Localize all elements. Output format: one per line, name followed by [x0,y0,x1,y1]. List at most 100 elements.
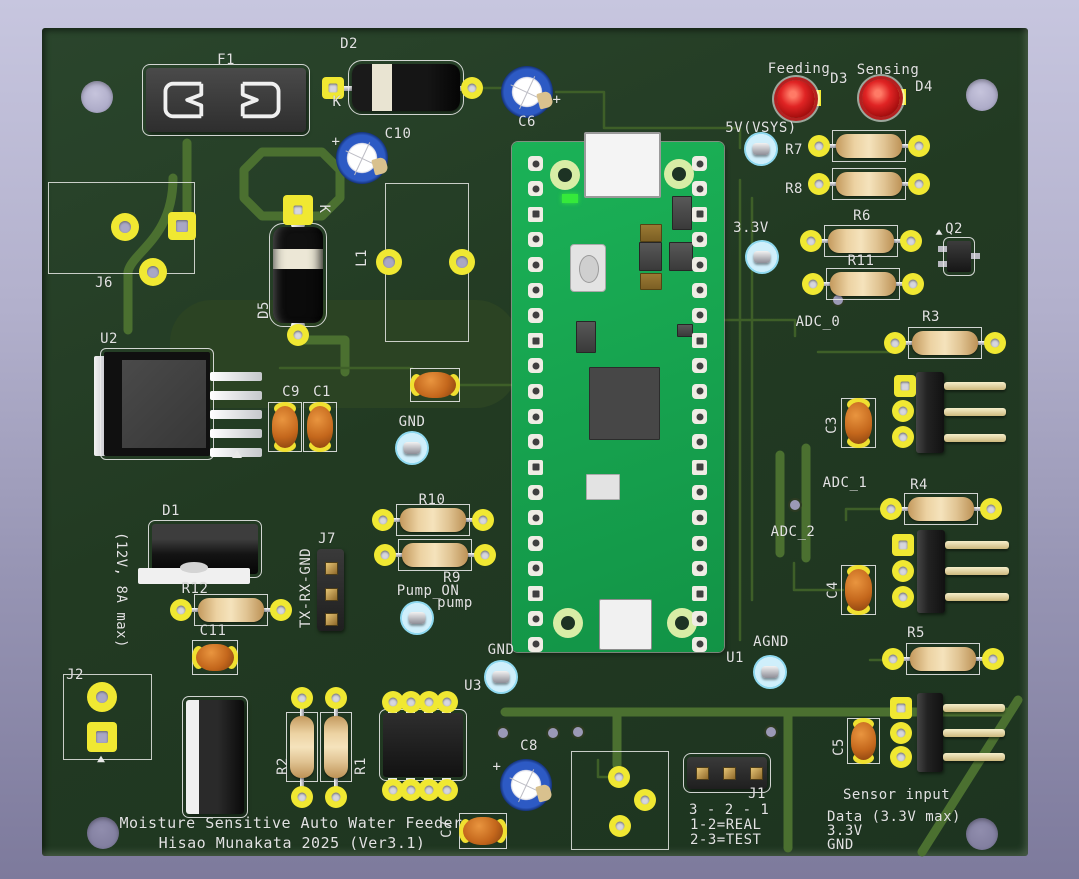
pico-pad [528,560,543,576]
label-r10: R10 [418,492,446,508]
crystal [570,244,606,292]
pico-pad [528,434,543,450]
transistor-q1 [182,696,248,818]
pin1-marker-icon [935,229,943,235]
j2-polarity-marker-icon [97,755,105,763]
mounting-hole-top-left [81,81,113,113]
label-3v3: 3.3V [733,220,769,236]
header-j7 [317,549,344,631]
label-c8: C8 [520,738,538,754]
smd-chip [586,474,620,500]
label-d4: D4 [915,79,933,95]
pad-j2 [87,682,117,712]
label-c4: C4 [825,581,841,599]
capacitor-c3 [841,398,876,448]
via [496,726,510,740]
pico-pad [528,383,543,399]
label-j2: J2 [66,667,84,683]
label-c9: C9 [282,384,300,400]
pico-pad [692,231,707,247]
label-d2-k: K [332,94,342,110]
label-c6-plus: + [552,92,562,108]
label-adc2: ADC_2 [770,524,816,540]
fuse-symbol-icon [163,81,204,119]
capacitor-c1 [303,402,337,452]
smd-chip [677,324,693,337]
pico-hole [550,160,580,190]
label-d5: D5 [256,301,272,319]
pico-pad [528,586,543,602]
pad-l1 [376,249,402,275]
j2-footprint-outline [63,674,152,760]
power-led [562,194,578,203]
label-r3: R3 [922,309,940,325]
transistor-q2 [935,229,980,276]
via [546,726,560,740]
pico-pad [692,156,707,171]
sensor-header-2 [892,530,1011,616]
pico-pad [692,484,707,500]
label-j1-test: 2-3=TEST [690,832,762,848]
resistor-r4 [880,493,1002,525]
label-c6: C6 [518,114,536,130]
label-f1: F1 [217,52,235,68]
label-c1: C1 [313,384,331,400]
board-title: Moisture Sensitive Auto Water Feeder [119,814,463,832]
label-sensor-3v3: 3.3V [827,823,863,839]
capacitor-c10 [336,132,389,184]
label-c11: C11 [199,623,227,639]
capacitor-c9 [268,402,302,452]
label-r12: R12 [181,581,209,597]
pad-sensor-footprint [608,766,630,788]
resistor-r2 [286,687,318,808]
testpoint-agnd [753,655,787,689]
pin1-marker-icon [232,450,242,458]
testpoint-5v-vsys [744,132,778,166]
pico-pad [528,535,543,551]
diode-d1 [138,520,263,588]
pico-pad [692,636,707,652]
pico-pad [692,586,707,602]
label-r8: R8 [785,181,803,197]
pico-hole [664,159,694,189]
pad-sensor-footprint [609,815,631,837]
label-sensing: Sensing [856,62,920,78]
pico-pad [692,434,707,450]
pico-pad [528,611,543,627]
pico-pad [528,307,543,323]
pico-pad [528,333,543,349]
label-u3: U3 [464,678,482,694]
label-q2: Q2 [945,221,963,237]
label-c3: C3 [824,416,840,434]
label-r5: R5 [907,625,925,641]
led-d4-sensing [862,79,900,117]
resistor-r9 [374,539,496,571]
pico-pad [692,383,707,399]
label-c5: C5 [831,738,847,756]
led-d3-feeding [777,80,815,118]
capacitor-c8 [500,759,553,811]
pico-pad [528,409,543,424]
label-5v-vsys: 5V(VSYS) [725,120,797,136]
label-feeding: Feeding [767,61,831,77]
pico-pad [692,181,707,197]
pico-pad [528,181,543,197]
header-j1 [683,753,771,793]
label-tx-rx-gnd: TX-RX-GND [298,547,314,629]
testpoint-gnd-mid [395,431,429,465]
label-gnd-mid: GND [398,414,426,430]
label-j6: J6 [95,275,113,291]
mounting-hole-top-right [966,79,998,111]
capacitor-c5 [847,718,880,764]
label-j1: J1 [748,786,766,802]
pico-pad [692,282,707,298]
via [571,725,585,739]
pico-pad [692,409,707,424]
pico-pad [692,333,707,349]
diode-d5 [269,193,330,353]
smd-chip [672,196,692,230]
label-d5-k: K [316,204,332,214]
pico-pad [692,510,707,526]
label-gnd-bottom: GND [487,642,515,658]
